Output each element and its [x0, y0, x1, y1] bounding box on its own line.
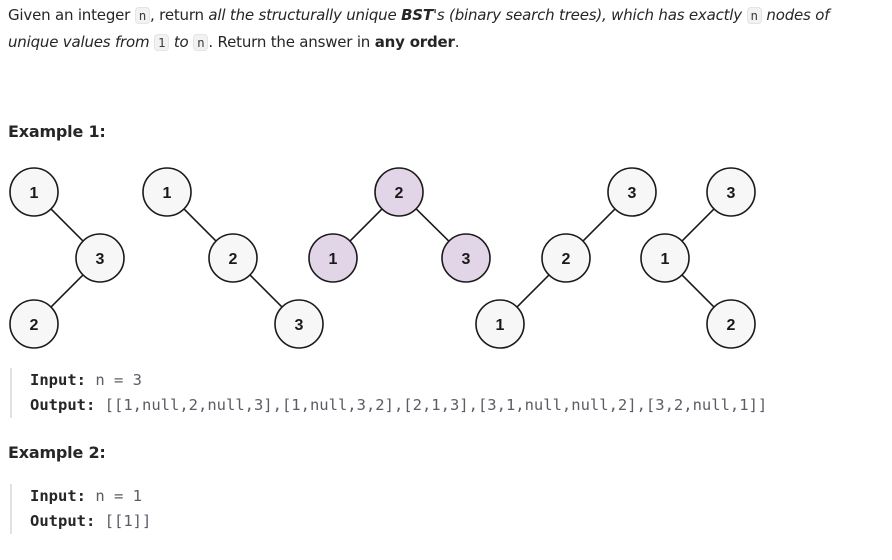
tree-node-circle	[9, 299, 59, 349]
tree-node-circle	[640, 233, 690, 283]
tree-node-circle	[441, 233, 491, 283]
inline-code-n: n	[746, 7, 762, 24]
bst-tree-5: 3 1 2	[640, 167, 756, 349]
desc-emphasis: all the structurally unique BST's (binar…	[208, 6, 746, 24]
example-1-bst-diagram: 1 3 2 1 2 3 2 1 3 3 2 1 3 1 2	[9, 167, 756, 349]
tree-edge	[415, 208, 450, 242]
tree-edge	[516, 274, 550, 308]
tree-node-circle	[142, 167, 192, 217]
tree-edge	[681, 274, 715, 308]
output-value: [[1,null,2,null,3],[1,null,3,2],[2,1,3],…	[104, 396, 768, 414]
tree-edge	[50, 208, 84, 242]
tree-node-label: 2	[30, 317, 39, 334]
tree-edge	[681, 208, 715, 242]
output-label: Output:	[30, 396, 96, 414]
tree-node-label: 3	[96, 251, 105, 268]
tree-node-label: 2	[727, 317, 736, 334]
tree-node-circle	[274, 299, 324, 349]
tree-node-label: 1	[329, 251, 338, 268]
desc-bst: BST	[401, 6, 433, 24]
tree-node-label: 2	[229, 251, 238, 268]
tree-node-label: 2	[562, 251, 571, 268]
tree-node-label: 1	[496, 317, 505, 334]
desc-text-7: to	[169, 33, 194, 51]
bst-tree-2: 1 2 3	[142, 167, 324, 349]
desc-text-1: Given an integer	[8, 6, 135, 24]
tree-node-label: 1	[163, 185, 172, 202]
tree-node-circle	[475, 299, 525, 349]
tree-node-label: 3	[628, 185, 637, 202]
tree-node-circle	[208, 233, 258, 283]
bst-tree-1: 1 3 2	[9, 167, 125, 349]
example-2-heading: Example 2:	[8, 443, 106, 462]
input-label: Input:	[30, 371, 86, 389]
example-1-input-line: Input: n = 3	[30, 368, 767, 393]
desc-text-5: 's (binary search trees), which has exac…	[432, 6, 747, 24]
tree-edge	[582, 208, 616, 242]
tree-node-label: 3	[462, 251, 471, 268]
desc-text-6: nodes of unique values from	[8, 6, 830, 51]
input-value: n = 3	[95, 371, 143, 389]
example-2-input-line: Input: n = 1	[30, 484, 151, 509]
tree-edge	[249, 274, 283, 308]
input-label: Input:	[30, 487, 86, 505]
tree-edge	[183, 208, 217, 242]
tree-edge	[349, 208, 383, 242]
bst-tree-3: 2 1 3	[308, 167, 491, 283]
problem-description: Given an integer n, return all the struc…	[8, 2, 878, 56]
tree-node-label: 3	[295, 317, 304, 334]
desc-text-3: all the structurally unique	[208, 6, 402, 24]
example-2-output-line: Output: [[1]]	[30, 509, 151, 534]
tree-node-label: 3	[727, 185, 736, 202]
inline-code-n: n	[193, 34, 209, 51]
tree-node-circle	[706, 167, 756, 217]
tree-node-circle	[706, 299, 756, 349]
example-1-output-line: Output: [[1,null,2,null,3],[1,null,3,2],…	[30, 393, 767, 418]
tree-node-label: 1	[661, 251, 670, 268]
tree-node-label: 1	[30, 185, 39, 202]
tree-edge	[50, 274, 84, 308]
inline-code-n: n	[134, 7, 151, 24]
input-value: n = 1	[95, 487, 143, 505]
desc-text-2: , return	[150, 6, 209, 24]
desc-text-10: .	[454, 33, 460, 51]
tree-node-label: 2	[395, 185, 404, 202]
tree-node-circle	[607, 167, 657, 217]
output-value: [[1]]	[104, 512, 152, 530]
inline-code-1: 1	[153, 34, 170, 51]
tree-node-circle	[541, 233, 591, 283]
desc-any-order: any order	[374, 33, 455, 51]
tree-node-circle	[75, 233, 125, 283]
desc-text-8: . Return the answer in	[208, 33, 375, 51]
tree-node-circle	[9, 167, 59, 217]
bst-tree-4: 3 2 1	[475, 167, 657, 349]
tree-node-circle	[308, 233, 358, 283]
output-label: Output:	[30, 512, 96, 530]
example-1-heading: Example 1:	[8, 122, 106, 141]
tree-node-circle	[374, 167, 424, 217]
